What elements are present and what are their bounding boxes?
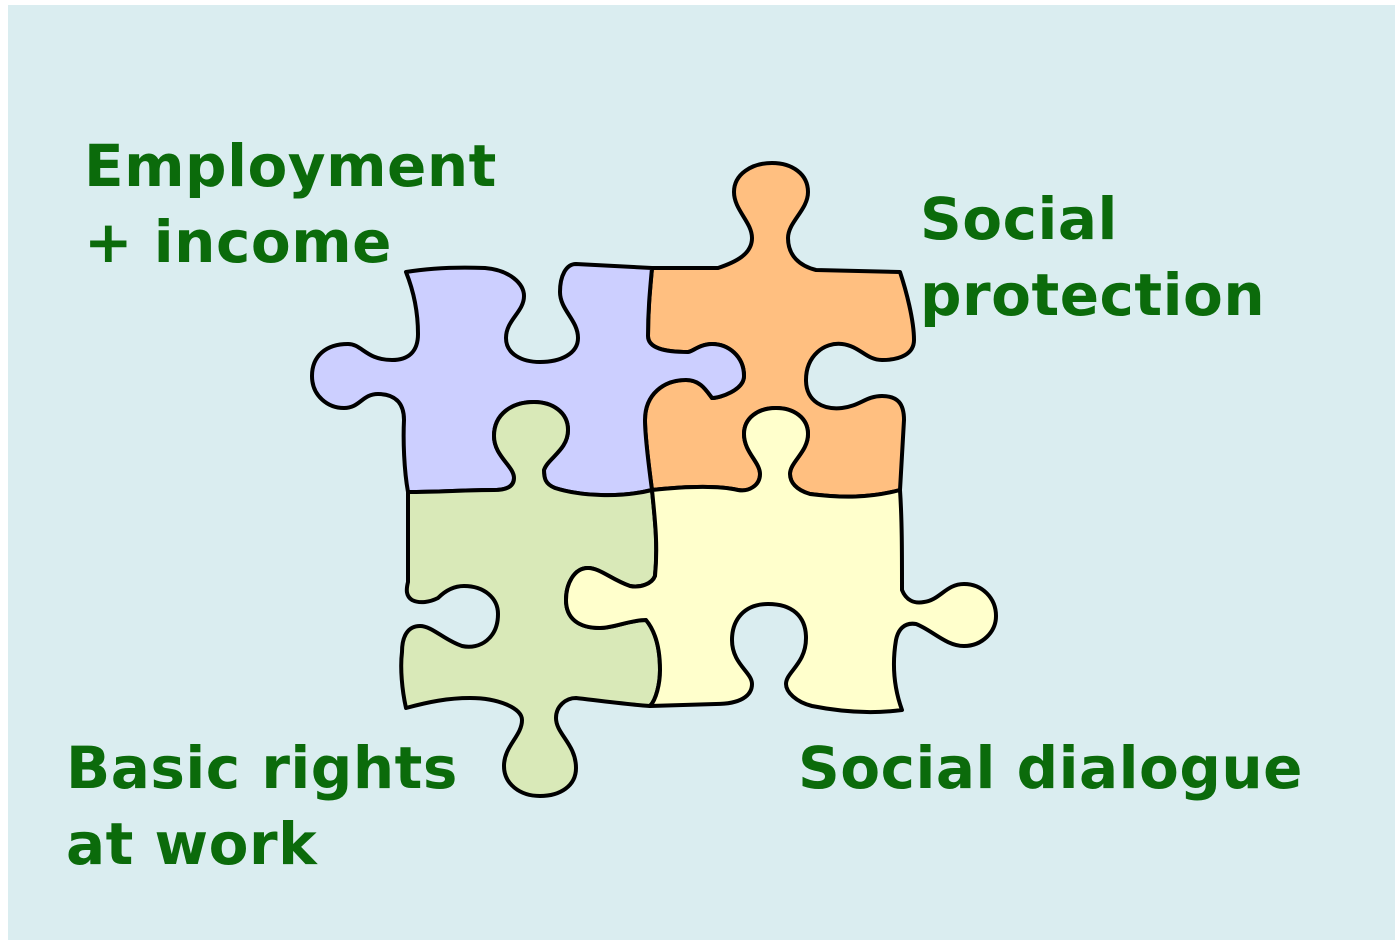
label-employment-line1: Employment xyxy=(84,132,497,200)
puzzle-piece-social-dialogue xyxy=(564,406,998,715)
label-basic-rights-line2: at work xyxy=(66,810,318,878)
puzzle-piece-basic-rights xyxy=(399,400,662,798)
label-social-protection: Social protection xyxy=(920,181,1265,333)
label-social-dialogue-line1: Social dialogue xyxy=(798,734,1304,802)
label-social-protection-line2: protection xyxy=(920,261,1266,329)
label-basic-rights: Basic rights at work xyxy=(66,730,458,882)
label-basic-rights-line1: Basic rights xyxy=(66,734,458,802)
label-employment-income: Employment + income xyxy=(84,128,497,280)
label-employment-line2: + income xyxy=(84,208,392,276)
label-social-dialogue: Social dialogue xyxy=(798,730,1303,806)
label-social-protection-line1: Social xyxy=(920,185,1118,253)
